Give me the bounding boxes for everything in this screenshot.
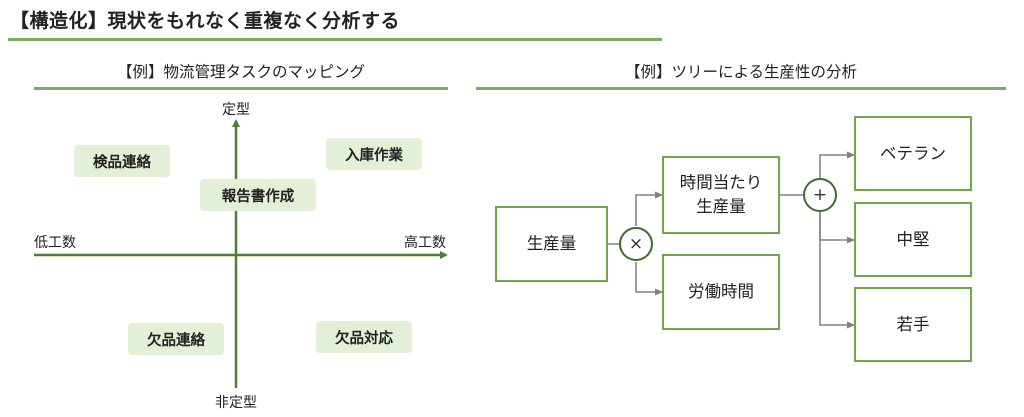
tree-root-box: 生産量 xyxy=(495,206,608,282)
connector-multiply-to-hourly xyxy=(635,191,663,226)
task-receiving: 入庫作業 xyxy=(326,138,422,170)
plus-operator: + xyxy=(803,178,837,212)
tree-veteran-box: ベテラン xyxy=(854,116,972,191)
task-inspection: 検品連絡 xyxy=(74,145,170,177)
tree-section-underline xyxy=(476,87,1006,90)
multiply-operator: × xyxy=(619,227,653,261)
mapping-section-title: 【例】物流管理タスクのマッピング xyxy=(116,63,365,81)
connector-plus-to-veteran xyxy=(819,151,855,178)
task-shortage-contact: 欠品連絡 xyxy=(128,323,224,355)
connector-plus-to-mid xyxy=(819,212,855,244)
tree-hourly-output-box: 時間当たり 生産量 xyxy=(662,156,780,234)
mapping-section-underline xyxy=(34,87,448,90)
title-underline xyxy=(8,38,662,41)
axis-label-right: 高工数 xyxy=(404,235,446,251)
page-title: 【構造化】現状をもれなく重複なく分析する xyxy=(10,10,401,32)
tree-labor-hours-box: 労働時間 xyxy=(662,254,780,330)
axis-label-top: 定型 xyxy=(222,102,250,118)
axis-label-left: 低工数 xyxy=(34,235,76,251)
task-report: 報告書作成 xyxy=(200,179,316,211)
connector-multiply-to-labor xyxy=(635,262,663,296)
task-shortage-response: 欠品対応 xyxy=(316,321,412,353)
tree-mid-box: 中堅 xyxy=(854,202,972,277)
connector-plus-to-junior xyxy=(819,212,855,329)
tree-section-title: 【例】ツリーによる生産性の分析 xyxy=(624,63,858,81)
tree-junior-box: 若手 xyxy=(854,287,972,362)
axis-label-bottom: 非定型 xyxy=(215,395,257,411)
